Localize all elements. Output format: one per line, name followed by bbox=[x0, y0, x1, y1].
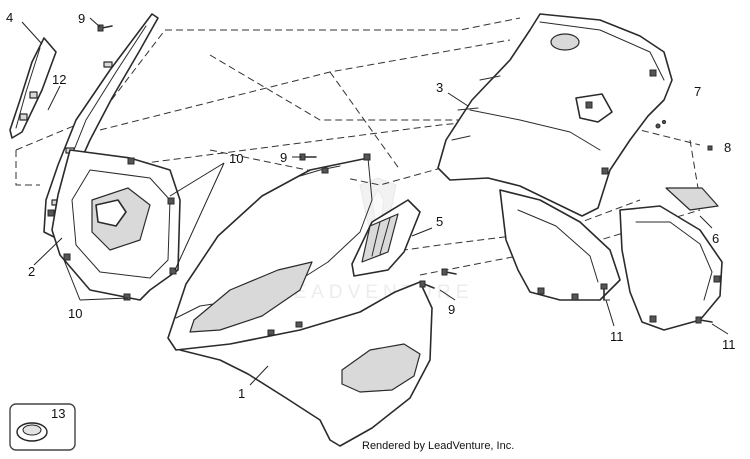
callout-7: 7 bbox=[694, 84, 701, 99]
callout-8: 8 bbox=[724, 140, 731, 155]
part-2-duct-panel bbox=[47, 149, 181, 301]
screw-11a bbox=[600, 283, 608, 301]
part-8-clip bbox=[707, 145, 713, 151]
callout-11a: 11 bbox=[610, 329, 624, 344]
callout-2: 2 bbox=[28, 264, 35, 279]
callout-9a: 9 bbox=[78, 11, 85, 26]
callout-9c: 9 bbox=[448, 302, 455, 317]
part-3-upper-cowl bbox=[437, 13, 673, 217]
screw-11b bbox=[695, 316, 713, 324]
screw-9a bbox=[97, 24, 113, 32]
callout-13: 13 bbox=[51, 406, 65, 421]
credit-text: Rendered by LeadVenture, Inc. bbox=[362, 440, 515, 452]
callout-12: 12 bbox=[52, 72, 66, 87]
part-5-vent-insert bbox=[351, 199, 421, 277]
callout-9b: 9 bbox=[280, 150, 287, 165]
part-7-clips bbox=[655, 119, 667, 129]
part-4-side-trim bbox=[9, 37, 57, 139]
callout-3: 3 bbox=[436, 80, 443, 95]
screw-9c bbox=[419, 268, 457, 289]
callout-10a: 10 bbox=[229, 151, 243, 166]
callout-5: 5 bbox=[436, 214, 443, 229]
callout-4: 4 bbox=[6, 10, 13, 25]
part-13-plug bbox=[9, 403, 76, 451]
part-1-front-fairing bbox=[167, 153, 433, 447]
callout-10b: 10 bbox=[68, 306, 82, 321]
callout-leaders bbox=[21, 17, 729, 386]
callout-6: 6 bbox=[712, 231, 719, 246]
callout-11b: 11 bbox=[722, 337, 736, 352]
part-3-lower-skirt bbox=[499, 189, 621, 301]
callout-1: 1 bbox=[238, 386, 245, 401]
screw-9b bbox=[299, 153, 317, 161]
callout-numbers: 4 9 12 10 2 10 9 1 3 5 9 7 8 6 11 11 13 bbox=[6, 10, 736, 421]
part-6-side-panel bbox=[619, 187, 723, 331]
